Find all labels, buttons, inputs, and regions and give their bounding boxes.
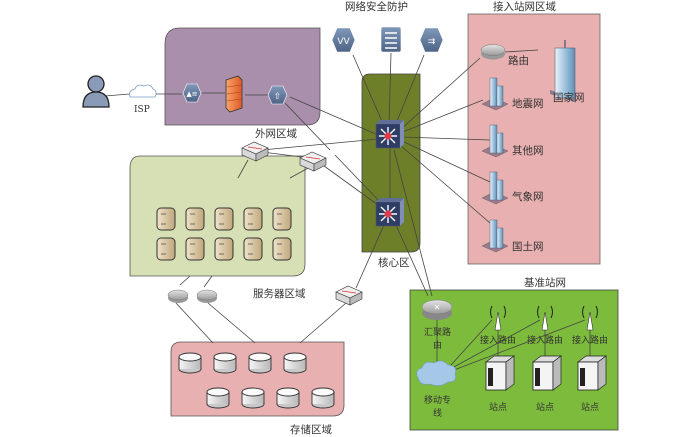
svg-text:⇧: ⇧: [274, 92, 282, 102]
server-icon[interactable]: [185, 237, 205, 261]
server-icon[interactable]: [185, 207, 205, 231]
server-icon[interactable]: [156, 237, 176, 261]
security-label: 网络安全防护: [345, 0, 408, 13]
isp-label: ISP: [134, 105, 150, 115]
mobile-line-label-2: 线: [433, 407, 442, 419]
core-switch-icon[interactable]: [375, 198, 404, 227]
switch-icon[interactable]: [335, 285, 363, 306]
access-zone-label: 接入站网区域: [493, 0, 556, 13]
aggregation-router-icon[interactable]: ✕: [421, 299, 453, 320]
server-icon[interactable]: [243, 237, 263, 261]
storage-disk-icon[interactable]: [241, 387, 265, 409]
svg-text:⇉: ⇉: [428, 37, 436, 47]
earthquake-network-label: 地震网: [512, 97, 544, 110]
core-switch-icon[interactable]: [375, 120, 404, 149]
firewall-icon[interactable]: [225, 75, 243, 113]
storage-disk-icon[interactable]: [248, 352, 272, 374]
server-group: [156, 207, 292, 261]
access-router-label: 接入路由: [480, 334, 516, 346]
core-zone-label: 核心区: [378, 256, 410, 269]
storage-disk-icon[interactable]: [206, 387, 230, 409]
storage-disk-icon[interactable]: [276, 387, 300, 409]
vpn-icon[interactable]: VV: [331, 27, 356, 53]
access-router-tower-icon[interactable]: [582, 305, 598, 331]
station-server-icon[interactable]: [576, 355, 608, 391]
station-server-icon[interactable]: [484, 355, 516, 391]
user-icon: [82, 75, 110, 108]
outer-zone: [164, 27, 321, 126]
svg-text:✕: ✕: [434, 303, 441, 312]
mobile-line-label-1: 移动专: [424, 394, 451, 406]
station-label: 站点: [536, 401, 554, 413]
station-server-icon[interactable]: [531, 355, 563, 391]
storage-disk-icon[interactable]: [178, 352, 202, 374]
reference-zone-label: 基准站网: [524, 276, 566, 289]
national-network-building-icon: [550, 40, 576, 102]
building-group: [481, 77, 509, 253]
gateway-icon[interactable]: ▲≡: [182, 83, 202, 103]
aggregation-router-label-2: 由: [433, 339, 442, 351]
building-icon[interactable]: [481, 77, 509, 111]
load-balancer-icon[interactable]: ⇧: [267, 85, 288, 105]
server-icon[interactable]: [214, 237, 234, 261]
station-label: 站点: [489, 401, 507, 413]
router-icon[interactable]: [196, 289, 218, 303]
router-label: 路由: [508, 54, 529, 67]
station-label: 站点: [581, 401, 599, 413]
server-icon[interactable]: [272, 207, 292, 231]
router-icon[interactable]: [167, 289, 189, 303]
access-router-tower-icon[interactable]: [490, 305, 506, 331]
building-icon[interactable]: [481, 219, 509, 253]
storage-disk-icon[interactable]: [311, 387, 335, 409]
outer-zone-label: 外网区域: [255, 127, 297, 140]
server-icon[interactable]: [243, 207, 263, 231]
storage-disk-group: [178, 352, 335, 409]
storage-disk-icon[interactable]: [283, 352, 307, 374]
access-router-tower-icon[interactable]: [537, 305, 553, 331]
building-icon[interactable]: [481, 171, 509, 205]
national-network-label: 国家网: [553, 91, 585, 104]
server-icon[interactable]: [214, 207, 234, 231]
server-zone-label: 服务器区域: [253, 287, 306, 300]
svg-text:VV: VV: [337, 37, 350, 47]
storage-zone-label: 存储区域: [290, 423, 332, 436]
land-network-label: 国土网: [512, 240, 544, 253]
access-router-label: 接入路由: [527, 334, 563, 346]
ids-icon[interactable]: [380, 26, 402, 53]
switch-icon[interactable]: [241, 141, 269, 162]
access-router-label: 接入路由: [572, 334, 608, 346]
switch-icon[interactable]: [299, 151, 327, 172]
mobile-line-cloud-icon: [416, 360, 456, 386]
access-router-icon[interactable]: [480, 44, 506, 60]
storage-disk-icon[interactable]: [213, 352, 237, 374]
other-network-label: 其他网: [512, 144, 544, 157]
building-icon[interactable]: [481, 124, 509, 158]
ips-icon[interactable]: ⇉: [419, 27, 444, 53]
svg-text:▲≡: ▲≡: [186, 90, 197, 98]
aggregation-router-label-1: 汇聚路: [424, 326, 451, 338]
server-icon[interactable]: [156, 207, 176, 231]
weather-network-label: 气象网: [512, 190, 544, 203]
isp-cloud-icon: [129, 84, 157, 98]
connections: [104, 49, 591, 371]
server-icon[interactable]: [272, 237, 292, 261]
